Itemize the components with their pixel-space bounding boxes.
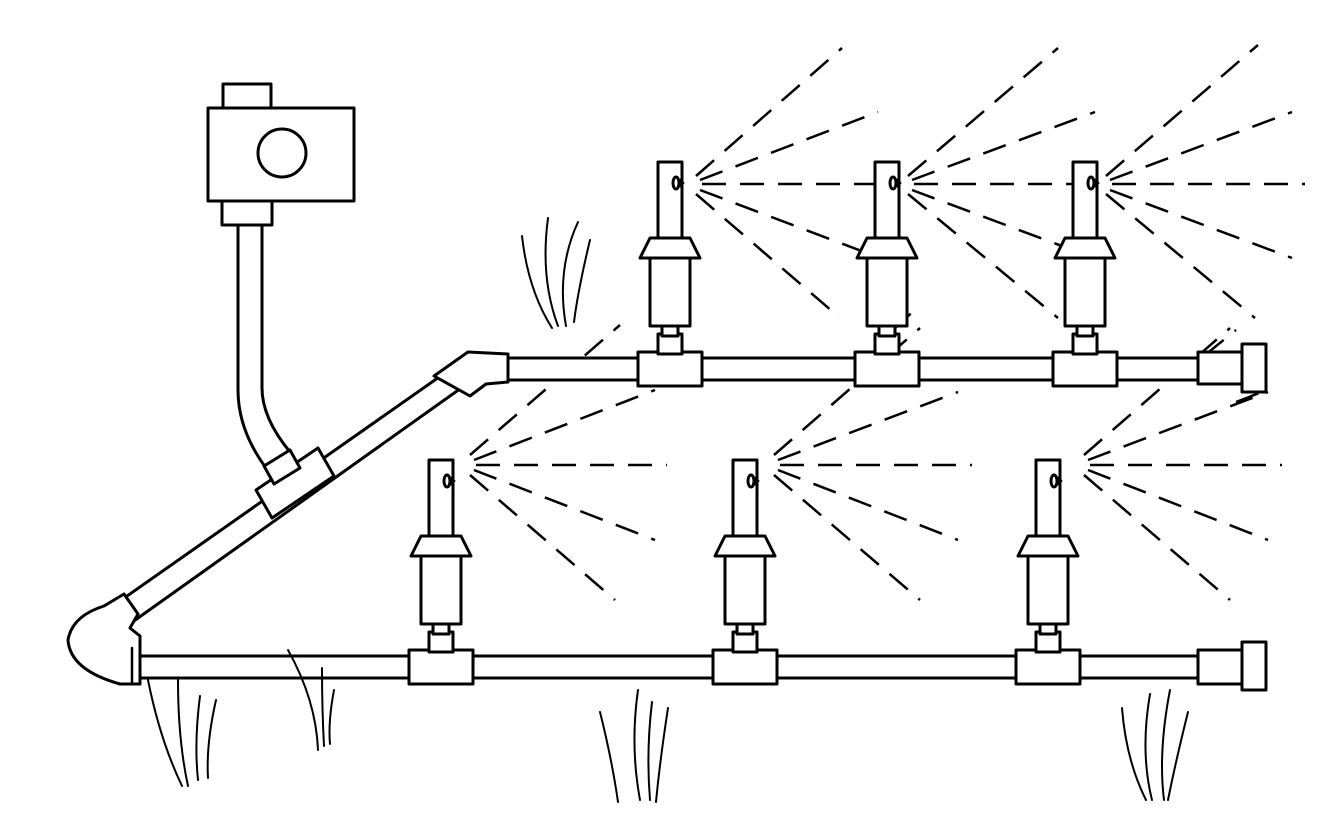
upper-elbow-fitting [432,350,510,398]
spray-pattern-upper-1 [695,47,900,319]
grass-tuft-left [147,679,217,787]
diagonal-pipe [108,366,466,630]
grass-tuft-right [1121,689,1189,801]
sprinkler-head-upper-3 [1051,160,1119,388]
sprinkler-head-upper-1 [636,160,704,388]
valve-box-icon [206,82,356,227]
supply-riser-pipe [236,223,292,470]
grass-tuft-middle-left [287,649,335,751]
grass-tufts [147,217,1189,803]
lower-lateral-pipe [138,640,1268,692]
grass-tuft-upper [521,217,591,329]
sprinkler-head-lower-3 [1014,458,1082,686]
spray-pattern-lower-3 [1083,327,1282,601]
sprinkler-head-lower-1 [407,458,475,686]
sprinkler-head-upper-2 [853,160,921,388]
lower-elbow-fitting [66,592,142,686]
grass-tuft-center [599,689,669,803]
sprinkler-head-lower-2 [711,458,779,686]
sprinkler-heads [407,160,1119,686]
